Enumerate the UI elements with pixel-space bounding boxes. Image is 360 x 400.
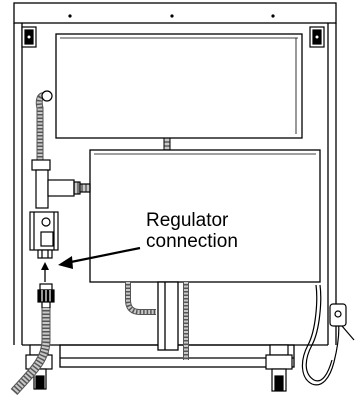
- drain-column: [157, 281, 179, 351]
- callout-line-1: Regulator: [146, 210, 229, 231]
- regulator-valve: [29, 211, 59, 259]
- callout-line-2: connection: [146, 231, 238, 252]
- callout-arrow: [58, 246, 141, 269]
- interior-hose: [125, 282, 189, 360]
- power-cord: [301, 284, 355, 386]
- corner-brackets: [21, 26, 325, 48]
- upper-panel: [55, 33, 303, 139]
- foot-right: [265, 344, 293, 392]
- tee-fitting: [31, 159, 91, 209]
- cabinet-outline: [13, 2, 337, 345]
- direction-arrow-up: [41, 262, 49, 282]
- lower-box: [89, 149, 321, 283]
- inlet-hose-lower: [10, 308, 51, 396]
- hose-connector: [37, 283, 55, 309]
- inlet-hose-upper: [35, 90, 53, 160]
- callout-label: Regulator connection: [146, 210, 238, 252]
- screw-icons: [68, 14, 275, 18]
